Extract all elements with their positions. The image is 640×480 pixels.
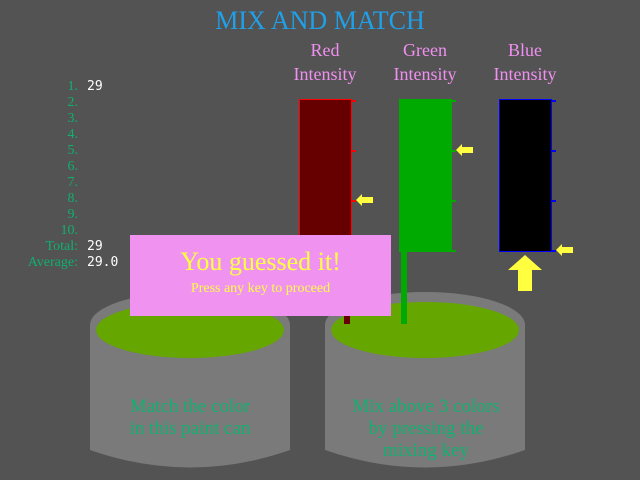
mix-can-text-2: by pressing the — [368, 418, 484, 439]
total-label: Total: — [45, 239, 78, 254]
intensity-tick — [351, 100, 356, 102]
average-label: Average: — [27, 255, 78, 270]
intensity-tick — [451, 250, 456, 252]
intensity-tick — [451, 100, 456, 102]
score-row-label: 10. — [60, 223, 79, 238]
intensity-tick — [451, 200, 456, 202]
intensity-bar[interactable] — [499, 99, 552, 252]
intensity-tick — [551, 200, 556, 202]
intensity-level-arrow-icon — [456, 143, 473, 156]
intensity-bar[interactable] — [399, 99, 452, 252]
mix-can-text-3: mixing key — [382, 440, 470, 461]
intensity-level-arrow-icon — [556, 244, 573, 256]
success-dialog[interactable]: You guessed it! Press any key to proceed — [130, 235, 391, 316]
channel-label-line2: Intensity — [393, 64, 457, 84]
average-value: 29.0 — [87, 255, 119, 270]
intensity-bar[interactable] — [299, 99, 352, 252]
score-row-label: 8. — [67, 191, 79, 206]
game-title: MIX AND MATCH — [215, 6, 425, 35]
intensity-tick — [451, 150, 456, 152]
selected-channel-up-arrow-icon — [508, 255, 542, 291]
intensity-level-arrow-icon — [356, 194, 373, 207]
score-row-label: 5. — [67, 143, 79, 158]
channel-label-line1: Blue — [508, 40, 542, 60]
intensity-tick — [351, 150, 356, 152]
intensity-tick — [551, 150, 556, 152]
channel-label-line2: Intensity — [293, 64, 357, 84]
score-row-label: 4. — [67, 127, 79, 142]
score-row-label: 3. — [67, 111, 79, 126]
score-row-label: 2. — [67, 95, 79, 110]
dialog-subtitle: Press any key to proceed — [190, 281, 331, 296]
target-can-text-2: in this paint can — [129, 418, 251, 439]
total-value: 29 — [87, 239, 103, 254]
dialog-title: You guessed it! — [180, 247, 341, 276]
score-row-label: 1. — [67, 79, 79, 94]
target-can-text-1: Match the color — [129, 396, 251, 417]
score-row-label: 7. — [67, 175, 79, 190]
green-pour-stream — [401, 250, 407, 324]
intensity-tick — [351, 200, 356, 202]
intensity-tick — [551, 100, 556, 102]
channel-label-line1: Green — [403, 40, 447, 60]
channel-label-line1: Red — [310, 40, 340, 60]
mix-can-text-1: Mix above 3 colors — [352, 396, 500, 417]
intensity-tick — [551, 250, 556, 252]
target-paint-can[interactable] — [90, 292, 290, 468]
score-row-label: 9. — [67, 207, 79, 222]
score-row-label: 6. — [67, 159, 79, 174]
channel-label-line2: Intensity — [493, 64, 557, 84]
score-row-value: 29 — [87, 79, 103, 94]
